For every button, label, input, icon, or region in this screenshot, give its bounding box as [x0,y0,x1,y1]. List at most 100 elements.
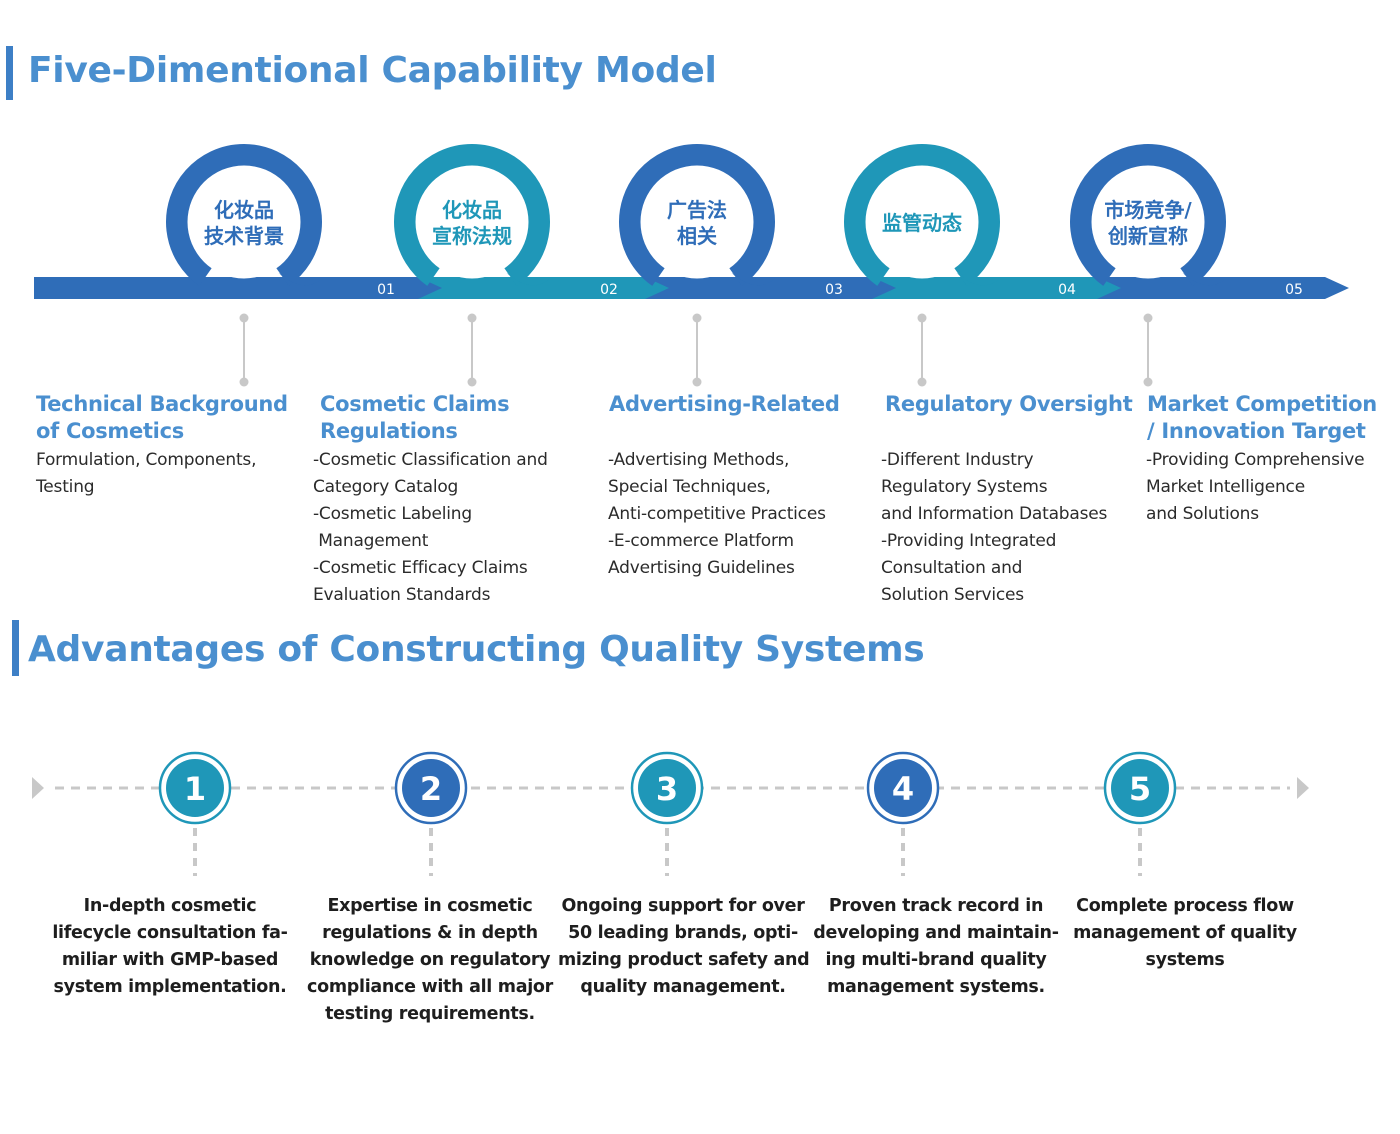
capability-ring-tail-2 [506,272,551,286]
capability-ring-tail-3 [731,272,776,286]
connector-dot-top [692,313,702,323]
capability-number: 02 [600,282,618,298]
capability-detail-line: and Information Databases [881,504,1108,524]
capability-circle-label: 化妆品 [442,198,502,222]
section-accent-bar-2 [12,620,19,676]
capability-ring-4 [844,144,1000,286]
capability-title-line: Regulations [320,419,458,443]
capability-circle-label: 宣称法规 [432,224,512,248]
capability-detail-line: -Providing Integrated [881,531,1057,551]
capability-title-line: Market Competition [1147,392,1377,416]
capability-detail-line: Consultation and [881,558,1023,578]
capability-number: 03 [825,282,843,298]
timeline-segment-1 [34,277,442,299]
capability-detail-line: -Providing Comprehensive [1146,450,1365,470]
connector-dot-bottom [917,377,927,387]
timeline-segment-5 [1097,277,1349,299]
capability-title-3: Advertising-Related [609,391,840,418]
section-title-quality-systems: Advantages of Constructing Quality Syste… [28,629,925,670]
capability-ring-tail-1 [278,272,323,286]
capability-detail-line: Solution Services [881,585,1024,605]
capability-circle-label: 市场竞争/ [1104,198,1192,222]
capability-ring-3 [619,144,775,286]
advantage-text-line: systems [1145,950,1225,970]
capability-ring-1 [166,144,322,286]
advantage-text-line: Proven track record in [828,896,1044,916]
capability-ring-center-4 [865,165,979,279]
advantage-text-line: Expertise in cosmetic [327,896,533,916]
capability-detail-line: -Different Industry [881,450,1034,470]
capability-detail-line: Testing [36,477,95,497]
capability-ring-center-1 [187,165,301,279]
capability-ring-5 [1070,144,1226,286]
advantage-circle [638,759,696,817]
connector-dot-top [1143,313,1153,323]
advantage-circle [166,759,224,817]
capability-detail-line: Management [313,531,429,551]
timeline-segment-2 [418,277,669,299]
advantage-number: 2 [420,770,442,808]
capability-detail-line: and Solutions [1146,504,1259,524]
capability-detail-line: Market Intelligence [1146,477,1305,497]
capability-detail-line: Anti-competitive Practices [608,504,826,524]
capability-title-line: Advertising-Related [609,392,840,416]
capability-title-5: Market Competition / Innovation Target [1147,391,1377,445]
capability-circle-label: 创新宣称 [1107,224,1188,248]
advantage-text-3: Ongoing support for over 50 leading brand… [558,893,810,1001]
capability-detail-line: -Advertising Methods, [608,450,790,470]
capability-detail-line: Special Techniques, [608,477,771,497]
connector-dot-top [467,313,477,323]
capability-title-line: / Innovation Target [1147,419,1366,443]
capability-detail-1: Formulation, Components,Testing [36,447,256,501]
advantage-number: 5 [1129,770,1151,808]
advantage-circle [402,759,460,817]
arrow-left-icon [32,777,44,799]
section-accent-bar [6,46,13,100]
capability-ring-center-3 [640,165,754,279]
advantage-text-line: mizing product safety and [558,950,810,970]
capability-title-line: Cosmetic Claims [320,392,510,416]
arrow-right-icon [1297,777,1309,799]
capability-number: 04 [1058,282,1076,298]
capability-circle-label: 广告法 [667,198,727,222]
connector-dot-top [917,313,927,323]
capability-detail-line: Advertising Guidelines [608,558,795,578]
capability-title-4: Regulatory Oversight [885,391,1133,418]
section-title-capability-model: Five-Dimentional Capability Model [28,50,717,91]
capability-detail-line: -E-commerce Platform [608,531,794,551]
capability-ring-2 [394,144,550,286]
capability-title-line: Technical Background [36,392,288,416]
advantage-text-line: knowledge on regulatory [309,950,551,970]
advantage-text-line: compliance with all major [307,977,553,997]
capability-ring-center-5 [1091,165,1205,279]
advantage-text-line: miliar with GMP-based [61,950,279,970]
capability-detail-line: Evaluation Standards [313,585,491,605]
advantage-text-line: testing requirements. [325,1004,535,1024]
capability-number: 05 [1285,282,1303,298]
capability-timeline: 化妆品技术背景01化妆品宣称法规02广告法相关03监管动态04市场竞争/创新宣称… [34,144,1349,387]
timeline-segment-3 [645,277,896,299]
advantage-text-line: developing and maintain- [813,923,1059,943]
advantage-text-line: Ongoing support for over [561,896,805,916]
connector-dot-bottom [1143,377,1153,387]
advantage-text-line: 50 leading brands, opti- [568,923,798,943]
capability-ring-tail-5 [1182,272,1227,286]
capability-detail-line: Category Catalog [313,477,459,497]
advantage-text-line: management systems. [827,977,1045,997]
capability-detail-3: -Advertising Methods, Special Techniques,… [608,447,826,582]
advantage-text-4: Proven track record in developing and mai… [811,893,1061,1001]
connector-dot-bottom [467,377,477,387]
advantage-text-line: quality management. [580,977,786,997]
capability-circle-label: 监管动态 [882,211,962,235]
advantage-circle [874,759,932,817]
capability-title-line: Regulatory Oversight [885,392,1133,416]
capability-number: 01 [377,282,395,298]
capability-detail-line: -Cosmetic Labeling [313,504,472,524]
